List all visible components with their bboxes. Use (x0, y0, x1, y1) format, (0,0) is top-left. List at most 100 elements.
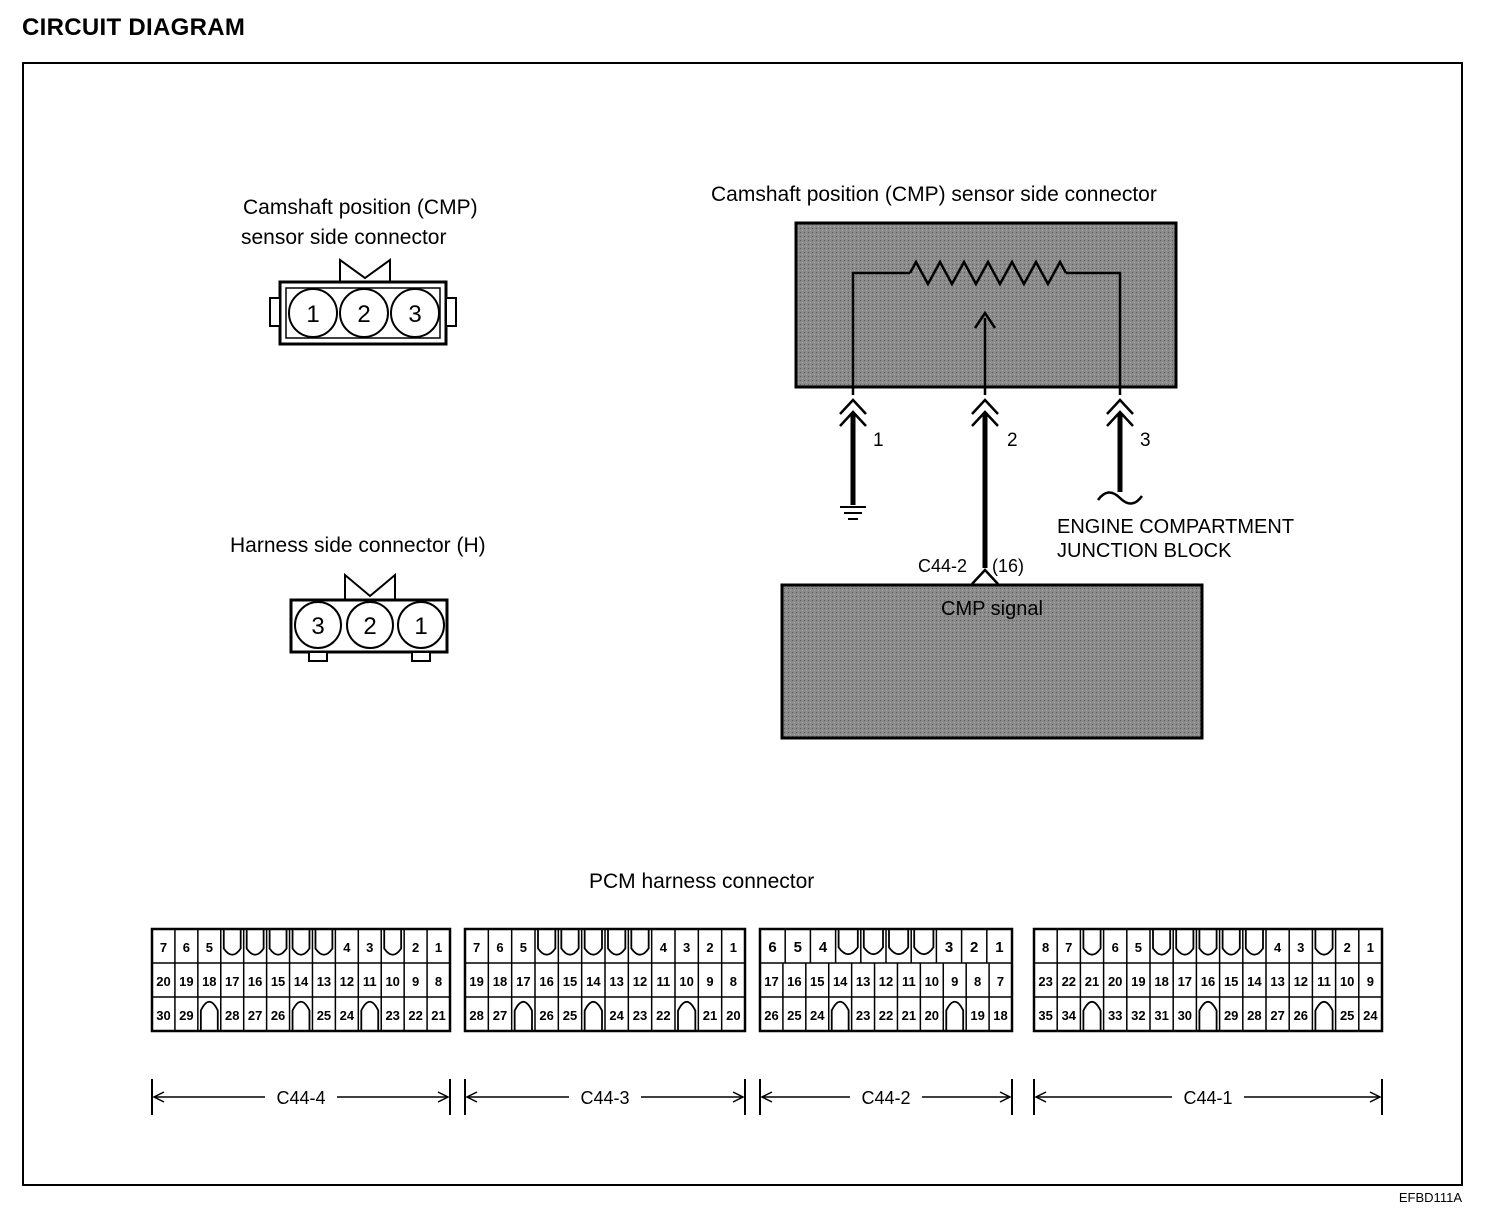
key-notch (1152, 929, 1172, 956)
pin-number: 25 (563, 1008, 577, 1023)
pin-number: 26 (1294, 1008, 1308, 1023)
pin-number: 27 (1270, 1008, 1284, 1023)
pin-number: 24 (340, 1008, 355, 1023)
pin-number: 22 (1062, 974, 1076, 989)
harness-connector-caption: Harness side connector (H) (230, 534, 486, 557)
pin-number: 28 (469, 1008, 483, 1023)
pin-number: 27 (248, 1008, 262, 1023)
pin-number: 16 (539, 974, 553, 989)
pin-number: 18 (493, 974, 507, 989)
wire-pin-label: 2 (1007, 430, 1018, 451)
pin-number: 9 (412, 974, 419, 989)
pin-number: 10 (679, 974, 693, 989)
pin-number: 9 (1367, 974, 1374, 989)
pin-number: 16 (787, 974, 801, 989)
pin-number: 1 (1367, 940, 1374, 955)
pin-circle (390, 288, 440, 338)
sensor-connector-caption-line2: sensor side connector (241, 226, 446, 249)
connector-name-label: C44-1 (1183, 1088, 1232, 1108)
pin-number: 23 (856, 1008, 870, 1023)
connector-latch-left (269, 297, 281, 327)
key-notch (888, 929, 910, 956)
pin-number: 7 (160, 940, 167, 955)
diagram-frame (22, 62, 1463, 1186)
pin-number: 8 (730, 974, 737, 989)
pcm-connector-caption: PCM harness connector (589, 870, 814, 893)
pin-number: 3 (683, 940, 690, 955)
key-notch (583, 1000, 603, 1031)
pin-number: 18 (202, 974, 216, 989)
pin-number: 35 (1038, 1008, 1052, 1023)
pin-number: 29 (1224, 1008, 1238, 1023)
pin-label: 2 (363, 613, 376, 640)
pin-number: 25 (317, 1008, 331, 1023)
pin-number: 27 (493, 1008, 507, 1023)
pin-number: 12 (633, 974, 647, 989)
pin-number: 15 (271, 974, 285, 989)
pin-number: 32 (1131, 1008, 1145, 1023)
pin-number: 4 (819, 939, 828, 956)
pin-number: 22 (656, 1008, 670, 1023)
connector-latch-right (445, 297, 457, 327)
pin-number: 3 (1297, 940, 1304, 955)
pin-number: 30 (156, 1008, 170, 1023)
connector-name-label: C44-3 (580, 1088, 629, 1108)
pin-number: 12 (340, 974, 354, 989)
pin-number: 6 (768, 939, 776, 956)
dimension-arrow-icon (1369, 1091, 1382, 1103)
pin-number: 8 (974, 974, 981, 989)
connector-foot-right (411, 651, 431, 662)
pin-number: 20 (156, 974, 170, 989)
pin-number: 14 (1247, 974, 1262, 989)
key-notch (1314, 929, 1334, 956)
pin-number: 23 (633, 1008, 647, 1023)
pin-number: 2 (412, 940, 419, 955)
pin-number: 13 (1270, 974, 1284, 989)
pin-number: 2 (1344, 940, 1351, 955)
pin-number: 15 (1224, 974, 1238, 989)
cmp-schematic: Camshaft position (CMP) sensor side conn… (711, 183, 1294, 740)
junction-block-label-line2: JUNCTION BLOCK (1057, 540, 1232, 562)
pin-number: 7 (1065, 940, 1072, 955)
pin-number: 10 (385, 974, 399, 989)
pin-number: 14 (833, 974, 848, 989)
key-notch (291, 929, 311, 956)
sensor-connector-caption-line1: Camshaft position (CMP) (243, 196, 478, 219)
pin-number: 5 (794, 939, 802, 956)
pin-number: 17 (225, 974, 239, 989)
key-notch (607, 929, 627, 956)
pin-number: 11 (363, 974, 377, 989)
connector-key-notch (344, 572, 396, 600)
sensor-side-connector: Camshaft position (CMP) sensor side conn… (241, 196, 478, 346)
pin-number: 23 (385, 1008, 399, 1023)
pin-number: 24 (810, 1008, 825, 1023)
pin-number: 4 (343, 940, 351, 955)
pin-number: 4 (1274, 940, 1282, 955)
pin-number: 15 (810, 974, 824, 989)
pin-label: 2 (357, 301, 370, 328)
pin-circle (339, 288, 389, 338)
key-notch (1314, 1000, 1334, 1031)
pin-number: 18 (1154, 974, 1168, 989)
key-notch (1198, 1000, 1218, 1031)
pin-number: 29 (179, 1008, 193, 1023)
pin-label: 1 (306, 301, 319, 328)
connector-chevron-icon (971, 410, 999, 427)
pin-number: 21 (431, 1008, 445, 1023)
pin-number: 6 (183, 940, 190, 955)
pin-circle (346, 601, 394, 649)
key-notch (837, 929, 859, 956)
pin-number: 8 (1042, 940, 1049, 955)
pin-circle (288, 288, 338, 338)
dimension-arrow-icon (152, 1091, 165, 1103)
pin-number: 28 (1247, 1008, 1261, 1023)
pin-number: 11 (902, 974, 916, 989)
connector-name-label: C44-2 (861, 1088, 910, 1108)
pin-number: 5 (206, 940, 213, 955)
junction-tilde-icon (1096, 491, 1144, 505)
pin-number: 9 (951, 974, 958, 989)
pcm-signal-label: CMP signal (941, 598, 1043, 620)
key-notch (537, 929, 557, 956)
connector-chevron-icon (971, 398, 999, 415)
